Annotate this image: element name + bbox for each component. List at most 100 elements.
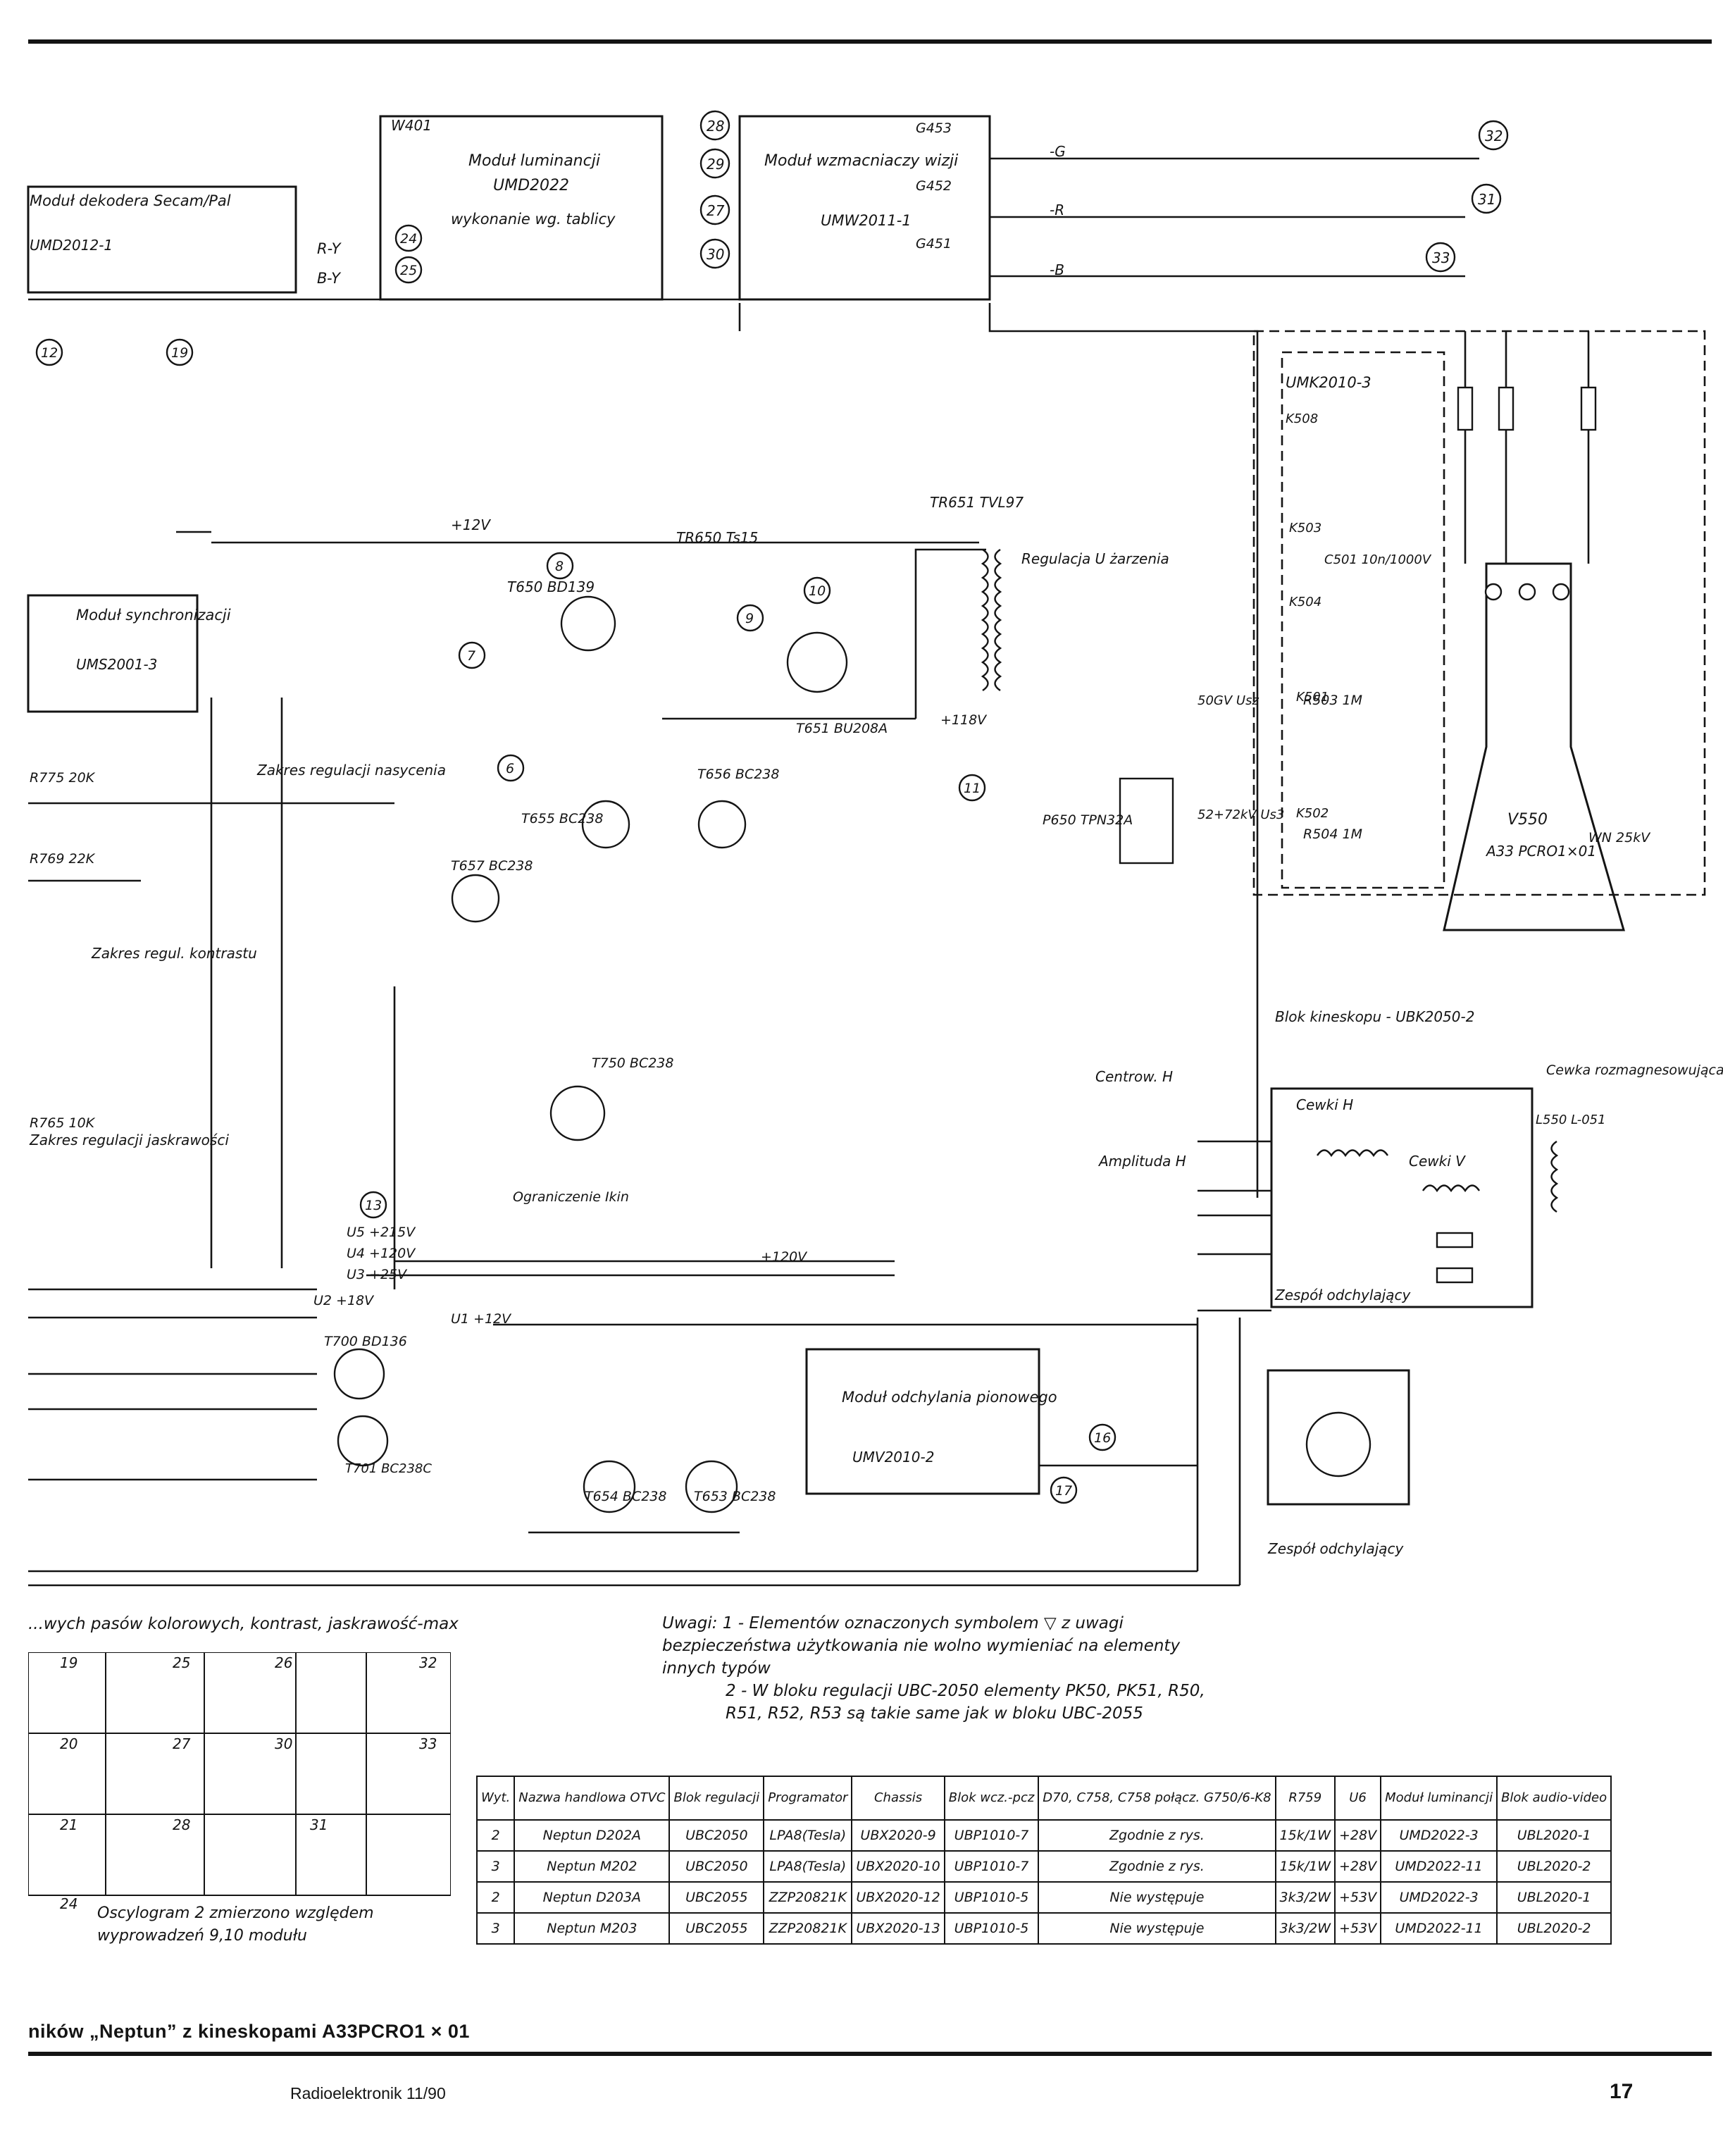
- contrast-range-label: Zakres regul. kontrastu: [91, 945, 257, 962]
- brightness-range-label: Zakres regulacji jaskrawości: [29, 1132, 229, 1148]
- sig-g-label: -G: [1050, 143, 1066, 160]
- decoder-code: UMD2012-1: [30, 237, 113, 254]
- th-wcz: Blok wcz.-pcz: [943, 1776, 1040, 1821]
- u3-label: U3 +25V: [347, 1267, 408, 1282]
- sync-module: Moduł synchronizacji UMS2001-3: [27, 594, 231, 713]
- t655-label: T655 BC238: [521, 811, 603, 826]
- deflection-set-label: Zespół odchylający: [1274, 1287, 1412, 1303]
- k504-label: K504: [1289, 595, 1321, 609]
- cell: UBX2020-9: [851, 1819, 945, 1852]
- cell: +28V: [1333, 1819, 1382, 1852]
- th-r759: R759: [1274, 1776, 1336, 1821]
- cell: UBX2020-10: [851, 1850, 945, 1883]
- osc-20: 20: [60, 1735, 78, 1752]
- degauss-coil-code: L550 L-051: [1536, 1113, 1606, 1127]
- u1-label: U1 +12V: [451, 1311, 512, 1327]
- oscillogram-note: Oscylogram 2 zmierzono względem wyprowad…: [97, 1904, 374, 1945]
- sync-title: Moduł synchronizacji: [76, 607, 231, 624]
- v12-label: +12V: [451, 516, 491, 533]
- osc-30: 30: [275, 1735, 293, 1752]
- luminance-note: wykonanie wg. tablicy: [451, 211, 616, 228]
- t654-label: T654 BC238: [585, 1489, 666, 1504]
- th-d70: D70, C758, C758 połącz. G750/6-K8: [1038, 1776, 1276, 1821]
- cell: Neptun M203: [514, 1912, 671, 1945]
- heater-adjust-label: Regulacja U żarzenia: [1021, 550, 1169, 567]
- cell: UBP1010-5: [943, 1912, 1040, 1945]
- variants-table: Wyt. Nazwa handlowa OTVC Blok regulacji …: [475, 1776, 1612, 1945]
- th-av: Blok audio-video: [1496, 1776, 1612, 1821]
- note-2: 2 - W bloku regulacji UBC-2050 elementy …: [726, 1682, 1205, 1723]
- oscillogram-title: ...wych pasów kolorowych, kontrast, jask…: [28, 1615, 459, 1633]
- beam-limit-label: Ograniczenie Ikin: [513, 1189, 629, 1205]
- cell: 3k3/2W: [1274, 1912, 1336, 1945]
- cell: UBC2055: [668, 1912, 765, 1945]
- cell: +53V: [1333, 1881, 1382, 1914]
- cell: LPA8(Tesla): [763, 1819, 853, 1852]
- decoder-module: Moduł dekodera Secam/Pal UMD2012-1 R-Y B…: [27, 185, 342, 294]
- osc-33: 33: [419, 1735, 437, 1752]
- video-amp-code: UMW2011-1: [821, 212, 912, 229]
- cell: Neptun M202: [514, 1850, 671, 1883]
- g452-label: G452: [916, 178, 952, 194]
- osc-32: 32: [419, 1654, 437, 1671]
- saturation-range-label: Zakres regulacji nasycenia: [256, 762, 446, 779]
- t653-label: T653 BC238: [694, 1489, 776, 1504]
- deflection-view-label: Zespół odchylający: [1267, 1540, 1405, 1557]
- t651-label: T651 BU208A: [796, 721, 888, 736]
- sync-code: UMS2001-3: [76, 656, 157, 673]
- cell: 2: [475, 1881, 516, 1914]
- cell: UBP1010-7: [943, 1850, 1040, 1883]
- coils-v-label: Cewki V: [1409, 1153, 1466, 1170]
- video-stage: T655 BC238 T656 BC238 T657 BC238 T750 BC…: [28, 698, 895, 1289]
- cell: Neptun D203A: [514, 1881, 671, 1914]
- r769-label: R769 22K: [30, 851, 96, 867]
- cell: ZZP20821K: [763, 1912, 853, 1945]
- t657-label: T657 BC238: [451, 858, 533, 874]
- r775-label: R775 20K: [30, 770, 96, 786]
- cell: ZZP20821K: [763, 1881, 853, 1914]
- top-rule: [28, 39, 1712, 44]
- v118-label: +118V: [940, 712, 988, 728]
- k508-label: K508: [1286, 411, 1318, 426]
- figure-caption: ników „Neptun” z kineskopami A33PCRO1 × …: [28, 2021, 470, 2042]
- cell: 3: [475, 1850, 516, 1883]
- tube-voltage: WN 25kV: [1588, 830, 1651, 845]
- picture-tube: V550 A33 PCRO1×01 WN 25kV: [1443, 562, 1651, 931]
- cell: +28V: [1333, 1850, 1382, 1883]
- luminance-module: Moduł luminancji UMD2022 wykonanie wg. t…: [379, 115, 664, 301]
- u5-label: U5 +215V: [347, 1225, 416, 1240]
- luminance-title: Moduł luminancji: [468, 152, 600, 170]
- horizontal-stage: T650 BD139 T651 BU208A TR650 Ts15 TR651 …: [176, 494, 1174, 865]
- sig-r-label: -R: [1050, 202, 1064, 218]
- deflection-stage: Centrow. H Amplituda H Blok kineskopu - …: [1095, 1008, 1723, 1312]
- cell: 15k/1W: [1274, 1850, 1336, 1883]
- by-label: B-Y: [317, 270, 342, 287]
- cell: 3: [475, 1912, 516, 1945]
- g453-label: G453: [916, 120, 952, 136]
- th-u6: U6: [1333, 1776, 1382, 1821]
- cell: Zgodnie z rys.: [1038, 1819, 1276, 1852]
- cell: UBC2050: [668, 1850, 765, 1883]
- th-reg: Blok regulacji: [668, 1776, 765, 1821]
- cell: UBL2020-2: [1496, 1912, 1612, 1945]
- notes-label: Uwagi:: [662, 1614, 718, 1633]
- cell: Neptun D202A: [514, 1819, 671, 1852]
- t650-label: T650 BD139: [507, 578, 595, 595]
- rgb-output-lines: -G -R -B: [28, 143, 1479, 1198]
- u4-label: U4 +120V: [347, 1246, 416, 1261]
- cell: Zgodnie z rys.: [1038, 1850, 1276, 1883]
- note-1: 1 - Elementów oznaczonych symbolem ▽ z u…: [662, 1614, 1181, 1678]
- luminance-code: UMD2022: [493, 177, 569, 194]
- kinescope-block-label: Blok kineskopu - UBK2050-2: [1275, 1008, 1474, 1025]
- cell: UBX2020-12: [851, 1881, 945, 1914]
- v120-label: +120V: [761, 1249, 808, 1265]
- cell: UBC2055: [668, 1881, 765, 1914]
- t750-label: T750 BC238: [592, 1055, 673, 1071]
- c501-label: C501 10n/1000V: [1324, 552, 1432, 567]
- video-amp-title: Moduł wzmacniaczy wizji: [764, 152, 958, 170]
- coils-h-label: Cewki H: [1296, 1096, 1353, 1113]
- tube-name: V550: [1507, 811, 1548, 829]
- g451-label: G451: [916, 236, 952, 252]
